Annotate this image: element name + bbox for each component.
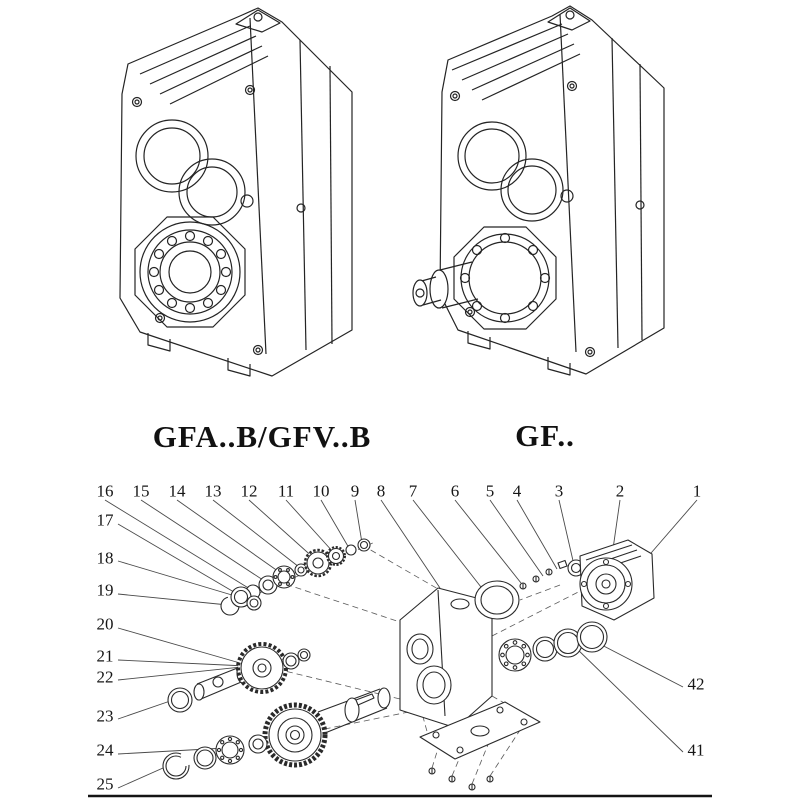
part-number-41: 41 xyxy=(687,740,705,760)
part-number-4: 4 xyxy=(512,481,522,501)
part-number-12: 12 xyxy=(240,481,258,501)
part-cover-plate xyxy=(419,701,541,791)
part-seal-rings xyxy=(220,586,262,616)
model-label-gfab-gfvb: GFA..B/GFV..B xyxy=(152,419,372,454)
part-gasket-and-fasteners xyxy=(474,559,585,620)
part-number-21: 21 xyxy=(96,646,114,666)
part-number-5: 5 xyxy=(485,481,495,501)
part-number-18: 18 xyxy=(96,548,114,568)
flange-bolt-holes xyxy=(459,232,551,324)
part-number-14: 14 xyxy=(168,481,186,501)
part-number-11: 11 xyxy=(277,481,295,501)
part-number-22: 22 xyxy=(96,667,114,687)
part-motor-unit xyxy=(579,539,655,621)
part-number-42: 42 xyxy=(687,674,705,694)
part-number-23: 23 xyxy=(96,706,114,726)
part-number-1: 1 xyxy=(692,481,702,501)
part-number-20: 20 xyxy=(96,614,114,634)
part-number-2: 2 xyxy=(615,481,625,501)
part-number-9: 9 xyxy=(350,481,360,501)
bearing-balls xyxy=(148,230,232,314)
part-number-3: 3 xyxy=(554,481,564,501)
part-output-bearing-rings xyxy=(498,621,608,672)
part-number-25: 25 xyxy=(96,774,114,794)
part-number-10: 10 xyxy=(312,481,330,501)
gearbox-drawing-left xyxy=(119,7,353,377)
part-input-shaft-chain xyxy=(245,538,371,600)
model-label-gf: GF.. xyxy=(515,418,575,453)
part-number-13: 13 xyxy=(204,481,222,501)
part-number-8: 8 xyxy=(376,481,386,501)
part-number-24: 24 xyxy=(96,740,114,760)
output-shaft xyxy=(412,261,479,309)
part-output-gear-set xyxy=(162,687,391,780)
part-intermediate-gear-set xyxy=(167,642,311,713)
part-number-6: 6 xyxy=(450,481,460,501)
leader-lines xyxy=(104,499,698,789)
exploded-diagram xyxy=(104,499,698,791)
part-number-19: 19 xyxy=(96,580,114,600)
part-number-16: 16 xyxy=(96,481,114,501)
part-number-7: 7 xyxy=(408,481,418,501)
part-number-15: 15 xyxy=(132,481,150,501)
part-housing xyxy=(399,587,493,729)
gearbox-drawing-right xyxy=(412,5,665,376)
part-number-17: 17 xyxy=(96,510,114,530)
